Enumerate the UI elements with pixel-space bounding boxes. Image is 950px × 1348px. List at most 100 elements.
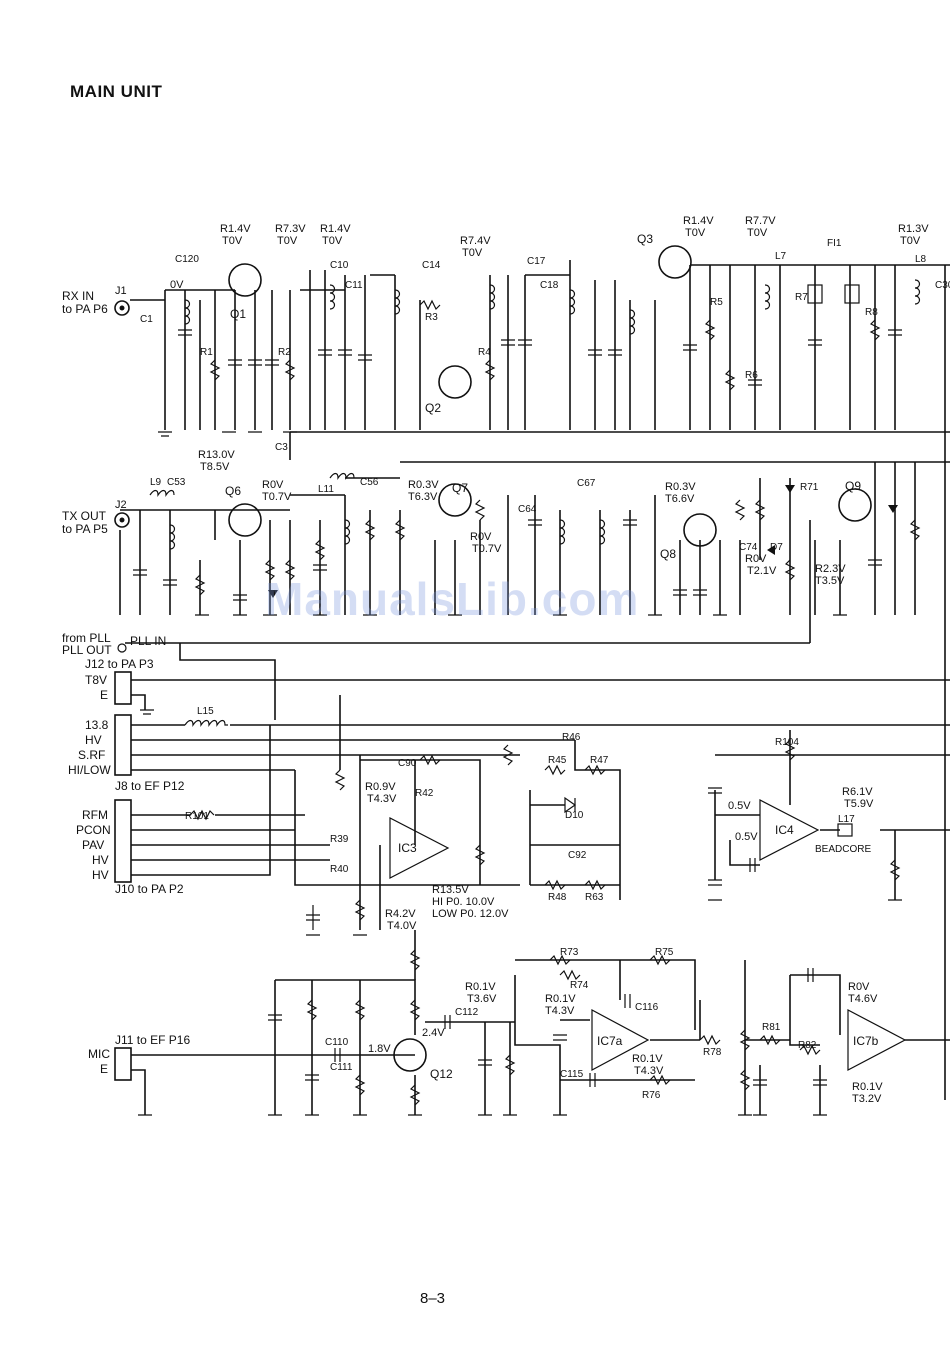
- volt-q3-a2: T0V: [685, 227, 706, 239]
- diagram-labels: RX IN to PA P6 TX OUT to PA P5 from PLL …: [62, 215, 950, 1105]
- cap-c11: C10: [330, 260, 349, 271]
- volt-q1-a: R1.4V: [220, 223, 251, 235]
- tx-chain: [114, 461, 950, 720]
- cap-c109-bp: C111: [330, 1062, 353, 1073]
- connector-j2: J2: [115, 499, 127, 511]
- volt-ic3-c2: HI P0. 10.0V: [432, 896, 495, 908]
- resistor-r72: R47: [590, 755, 609, 766]
- cap-c53: C53: [167, 477, 186, 488]
- j10-pin-pcon: PCON: [76, 823, 111, 837]
- cap-c56: C56: [360, 477, 379, 488]
- volt-q9b: T3.5V: [815, 575, 845, 587]
- resistor-r6: R6: [745, 370, 758, 381]
- resistor-r3: R3: [425, 312, 438, 323]
- j10-pin-hv2: HV: [92, 868, 109, 882]
- resistor-r4: R4: [478, 347, 491, 358]
- volt-q7-a: R0.3V: [408, 479, 439, 491]
- diode-d7: D7: [770, 542, 783, 553]
- volt-ic7a-c: R0.1V: [632, 1053, 663, 1065]
- j8-pin-srf: S.RF: [78, 748, 105, 762]
- page-title: MAIN UNIT: [70, 82, 163, 101]
- ic-ic7b: IC7b: [853, 1034, 879, 1048]
- resistor-r67: R42: [415, 788, 434, 799]
- j10-pin-hv1: HV: [92, 853, 109, 867]
- cap-c15: C14: [422, 260, 441, 271]
- cap-c63: C64: [518, 504, 537, 515]
- resistor-r70: R45: [548, 755, 567, 766]
- cap-c109: C110: [325, 1037, 349, 1048]
- inductor-l15: L15: [197, 706, 214, 717]
- volt-ic7a-a: R0.1V: [465, 981, 496, 993]
- port-tx-out-sub: to PA P5: [62, 522, 108, 536]
- connector-j8: J8 to EF P12: [115, 779, 185, 793]
- port-from-pll: from PLL: [62, 631, 111, 645]
- volt-q8-a2: T6.6V: [665, 493, 695, 505]
- volt-ic4-c: R6.1V: [842, 786, 873, 798]
- cap-c1: C1: [140, 314, 153, 325]
- port-rx-in: RX IN: [62, 289, 94, 303]
- cap-c18: C17: [527, 256, 546, 267]
- volt-q6-c: R0V: [262, 479, 284, 491]
- transistor-q6: Q6: [225, 484, 241, 498]
- volt-q1-base: 0V: [170, 279, 184, 291]
- cap-c12: C11: [345, 280, 363, 291]
- resistor-r84: R73: [560, 947, 579, 958]
- port-rx-in-sub: to PA P6: [62, 302, 108, 316]
- resistor-r104: R104: [775, 737, 799, 748]
- connector-j11: J11 to EF P16: [115, 1033, 190, 1047]
- transistor-q7: Q7: [452, 481, 468, 495]
- volt-ic3-a2: T4.3V: [367, 793, 397, 805]
- resistor-r5: R5: [710, 297, 723, 308]
- j10-pin-rfm: RFM: [82, 808, 108, 822]
- volt-q7-a2: T6.3V: [408, 491, 438, 503]
- filter-fi1: FI1: [827, 238, 842, 249]
- transistor-q12: Q12: [430, 1067, 453, 1081]
- inductor-l8: L8: [915, 254, 927, 265]
- volt-q3-a: R1.4V: [683, 215, 714, 227]
- volt-q1-a2: T0V: [222, 235, 243, 247]
- connector-j12: J12 to PA P3: [85, 657, 154, 671]
- volt-ic4-a: 0.5V: [728, 800, 751, 812]
- resistor-r89: R78: [703, 1047, 722, 1058]
- volt-ic7b-b: R0.1V: [852, 1081, 883, 1093]
- resistor-r65: R40: [330, 864, 349, 875]
- volt-ic3-c: R13.5V: [432, 884, 469, 896]
- inductor-l9: L9: [150, 477, 162, 488]
- volt-q8-a: R0.3V: [665, 481, 696, 493]
- cap-c94: C92: [568, 850, 587, 861]
- transistor-q2: Q2: [425, 401, 441, 415]
- cap-c123: C3: [275, 442, 288, 453]
- volt-q6-c2: T0.7V: [262, 491, 292, 503]
- resistor-r101: R101: [185, 811, 209, 822]
- resistor-r74: R63: [585, 892, 604, 903]
- j12-pin-e: E: [100, 688, 108, 702]
- resistor-r2: R2: [278, 347, 291, 358]
- volt-ic3-b2: T4.0V: [387, 920, 417, 932]
- volt-ic7a-b2: T4.3V: [545, 1005, 575, 1017]
- volt-q1-c2: T0V: [322, 235, 343, 247]
- j8-pin-hv: HV: [85, 733, 102, 747]
- volt-q8-b2: T2.1V: [747, 565, 777, 577]
- resistor-r85: R74: [570, 980, 589, 991]
- transistor-q8: Q8: [660, 547, 676, 561]
- cap-c73: C74: [739, 542, 758, 553]
- volt-q2: R7.4V: [460, 235, 491, 247]
- cap-c110: C112: [455, 1007, 479, 1018]
- transistor-q9: Q9: [845, 479, 861, 493]
- port-mic: MIC: [88, 1047, 110, 1061]
- ic-ic3: IC3: [398, 841, 417, 855]
- volt-q3-b: R7.7V: [745, 215, 776, 227]
- page-number: 8–3: [420, 1290, 446, 1307]
- volt-ic7b-a: R0V: [848, 981, 870, 993]
- volt-q7-b2: T0.7V: [472, 543, 502, 555]
- j8-pin-hilow: HI/LOW: [68, 763, 111, 777]
- volt-q2b: T0V: [462, 247, 483, 259]
- volt-q3-b2: T0V: [747, 227, 768, 239]
- port-e: E: [100, 1062, 108, 1076]
- resistor-r44: R71: [800, 482, 819, 493]
- cap-c113: C115: [560, 1069, 584, 1080]
- transistor-q3: Q3: [637, 232, 653, 246]
- volt-q8-b: R0V: [745, 553, 767, 565]
- volt-ic7b-a2: T4.6V: [848, 993, 878, 1005]
